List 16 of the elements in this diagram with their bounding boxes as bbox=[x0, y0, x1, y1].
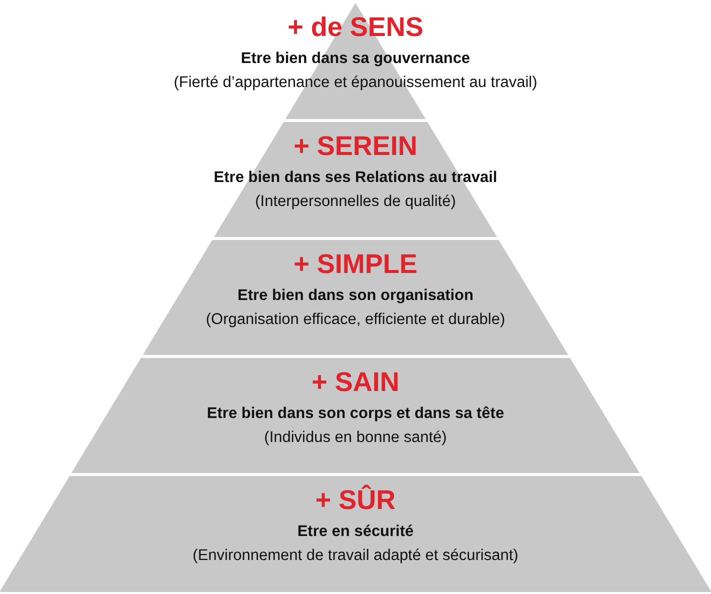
tier-subtitle: Etre en sécurité bbox=[297, 522, 414, 541]
tier-heading: + SIMPLE bbox=[294, 249, 418, 279]
tier-note: (Environnement de travail adapté et sécurisant) bbox=[192, 546, 518, 565]
tier-subtitle: Etre bien dans ses Relations au travail bbox=[214, 168, 498, 187]
tier-heading: + SAIN bbox=[312, 367, 400, 397]
tier-note: (Individus en bonne santé) bbox=[264, 428, 447, 447]
tier-heading: + de SENS bbox=[288, 12, 424, 42]
tier-note: (Organisation efficace, efficiente et durable) bbox=[206, 310, 506, 329]
tier-subtitle: Etre bien dans son organisation bbox=[238, 286, 474, 305]
tier-subtitle: Etre bien dans son corps et dans sa tête bbox=[206, 404, 504, 423]
tier-heading: + SÛR bbox=[315, 485, 396, 515]
pyramid-tier bbox=[0, 476, 711, 592]
tier-subtitle: Etre bien dans sa gouvernance bbox=[240, 49, 470, 68]
tier-note: (Fierté d’appartenance et épanouissement au travail) bbox=[174, 73, 538, 92]
tier-heading: + SEREIN bbox=[294, 131, 418, 161]
tier-note: (Interpersonnelles de qualité) bbox=[255, 192, 456, 211]
